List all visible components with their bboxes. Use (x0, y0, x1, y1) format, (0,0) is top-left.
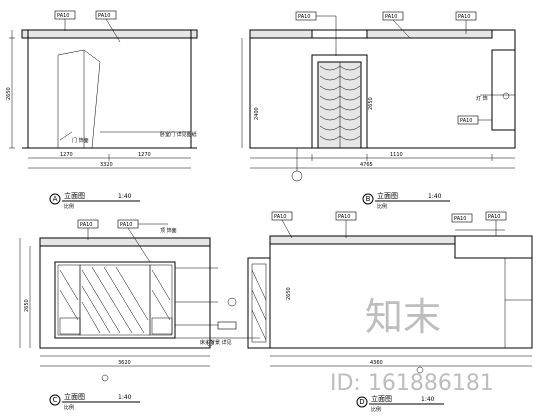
watermark-id: ID: 161886181 (330, 371, 494, 396)
svg-text:D: D (359, 398, 364, 406)
svg-text:比例: 比例 (371, 406, 381, 413)
svg-text:比例: 比例 (64, 203, 74, 210)
material-tag-c1: PA10 (77, 219, 99, 240)
material-tag-b2: PA10 (382, 11, 411, 39)
svg-text:C: C (53, 396, 58, 404)
material-tag-d2: PA10 (335, 211, 357, 238)
dim-total-label: 3320 (100, 162, 113, 168)
tag-label: PA10 (80, 222, 92, 228)
view-scale-b: 1:40 (428, 193, 442, 200)
dim-total-label: 4765 (360, 162, 373, 168)
ceiling-band (21, 29, 198, 39)
material-tag-d4: PA10 (485, 211, 507, 236)
view-circle-c (49, 394, 61, 406)
tag-label: PA10 (338, 214, 350, 220)
material-tag-c2: PA10 (117, 219, 168, 263)
view-title-b: 立面图 (377, 191, 398, 200)
svg-text:A: A (53, 195, 58, 203)
dim-right-label: 1270 (138, 152, 151, 158)
svg-text:比例: 比例 (64, 404, 74, 411)
tag-label: PA10 (57, 13, 69, 19)
tag-label: PA10 (460, 118, 472, 124)
svg-text:比例: 比例 (377, 203, 387, 210)
material-tag-d3: PA10 (451, 213, 473, 223)
dim-left-label: 1270 (60, 152, 73, 158)
wall-outline (39, 237, 211, 349)
view-scale-c: 1:40 (118, 394, 132, 401)
svg-text:灯 饰: 灯 饰 (476, 95, 488, 102)
tag-label: PA10 (454, 216, 466, 222)
headboard-panel (54, 261, 176, 339)
tag-label: PA10 (458, 14, 470, 20)
material-tag-d1: PA10 (271, 211, 293, 239)
view-circle-b (362, 193, 374, 205)
dim-height-label: 2650 (6, 87, 12, 100)
dim-height-label: 2650 (286, 287, 292, 300)
watermark-brand: 知末 (365, 295, 441, 339)
dim-total-label: 4360 (370, 360, 383, 366)
wardrobe-left (247, 257, 271, 349)
svg-text:卧室门 详见图纸: 卧室门 详见图纸 (160, 131, 197, 138)
view-title-c: 立面图 (64, 392, 85, 401)
tag-label: PA10 (488, 214, 500, 220)
wall-outline (27, 29, 192, 149)
svg-text:门 饰面: 门 饰面 (72, 137, 89, 144)
material-tag-a2: PA10 (95, 10, 121, 43)
svg-text:B: B (366, 195, 371, 203)
dim-height-label: 2650 (24, 299, 30, 312)
dim-height-label: 2650 (368, 97, 374, 110)
view-title-a: 立面图 (64, 191, 85, 200)
tag-label: PA10 (274, 214, 286, 220)
elevation-d: PA10 PA10 PA10 PA10 2650 4360 D 立面图 1:40 (247, 211, 533, 413)
view-circle-a (49, 193, 61, 205)
view-title-d: 立面图 (371, 394, 392, 403)
tag-label: PA10 (385, 14, 397, 20)
elevation-b: PA10 PA10 PA10 PA10 灯 饰 2400 2650 1110 4… (241, 11, 516, 210)
tag-label: PA10 (120, 222, 132, 228)
svg-text:床头背景 详见: 床头背景 详见 (200, 339, 232, 346)
view-scale-a: 1:40 (118, 193, 132, 200)
door-panel (57, 49, 101, 149)
tag-label: PA10 (298, 14, 310, 20)
dim-mid-label: 1110 (390, 152, 403, 158)
material-tag-b4: PA10 (457, 115, 479, 125)
dim-total-label: 3620 (118, 360, 131, 366)
view-circle-d (356, 396, 368, 408)
material-tag-a1: PA10 (54, 10, 76, 31)
material-tag-b3: PA10 (455, 11, 477, 34)
svg-text:顶 饰面: 顶 饰面 (160, 227, 177, 234)
wall-outline (249, 29, 516, 149)
tag-label: PA10 (98, 13, 110, 19)
material-tag-b1: PA10 (295, 11, 337, 56)
svg-text:2400: 2400 (254, 107, 260, 120)
view-scale-d: 1:40 (421, 396, 435, 403)
watermark: 知末 ID: 161886181 (330, 295, 494, 396)
elevation-c: PA10 PA10 顶 饰面 床头背景 详见 2650 3620 C 立面图 1… (19, 219, 260, 411)
elevation-a: 门 饰面 卧室门 详见图纸 PA10 PA10 2650 1270 1270 3… (6, 10, 198, 210)
